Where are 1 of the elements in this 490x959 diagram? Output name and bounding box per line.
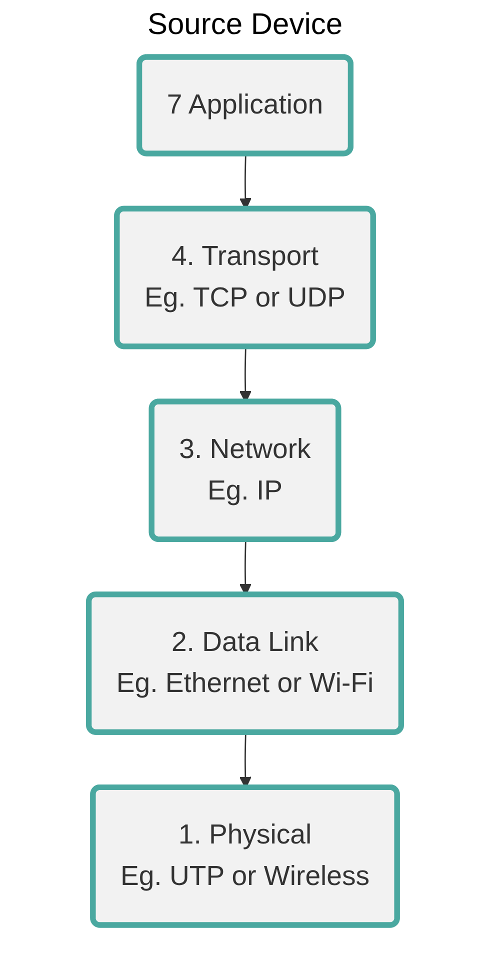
- diagram-title: Source Device: [146, 8, 344, 42]
